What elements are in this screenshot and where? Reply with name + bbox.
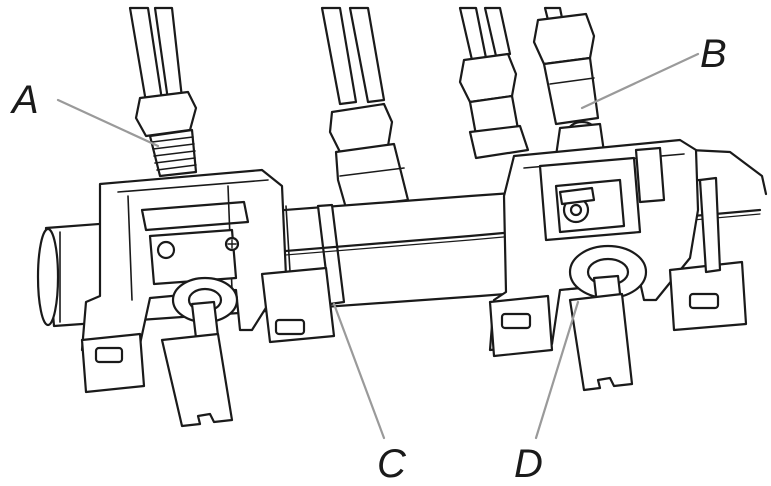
label-b: B: [700, 32, 727, 76]
left-valve-stem: [160, 300, 234, 428]
label-a: A: [12, 78, 39, 122]
leader-line-d: [534, 300, 580, 440]
right-valve-stem: [568, 274, 634, 392]
leader-line-c: [332, 302, 386, 440]
supply-tubes: [128, 6, 564, 106]
leader-line-b: [580, 52, 700, 110]
leader-lines: [56, 52, 700, 440]
left-valve-bracket: [80, 168, 336, 394]
leader-line-a: [56, 98, 160, 148]
label-d: D: [514, 442, 543, 486]
label-c: C: [377, 442, 406, 486]
fitting-middle: [328, 102, 410, 210]
right-valve-bracket: [488, 138, 748, 358]
fitting-a: [134, 90, 198, 178]
